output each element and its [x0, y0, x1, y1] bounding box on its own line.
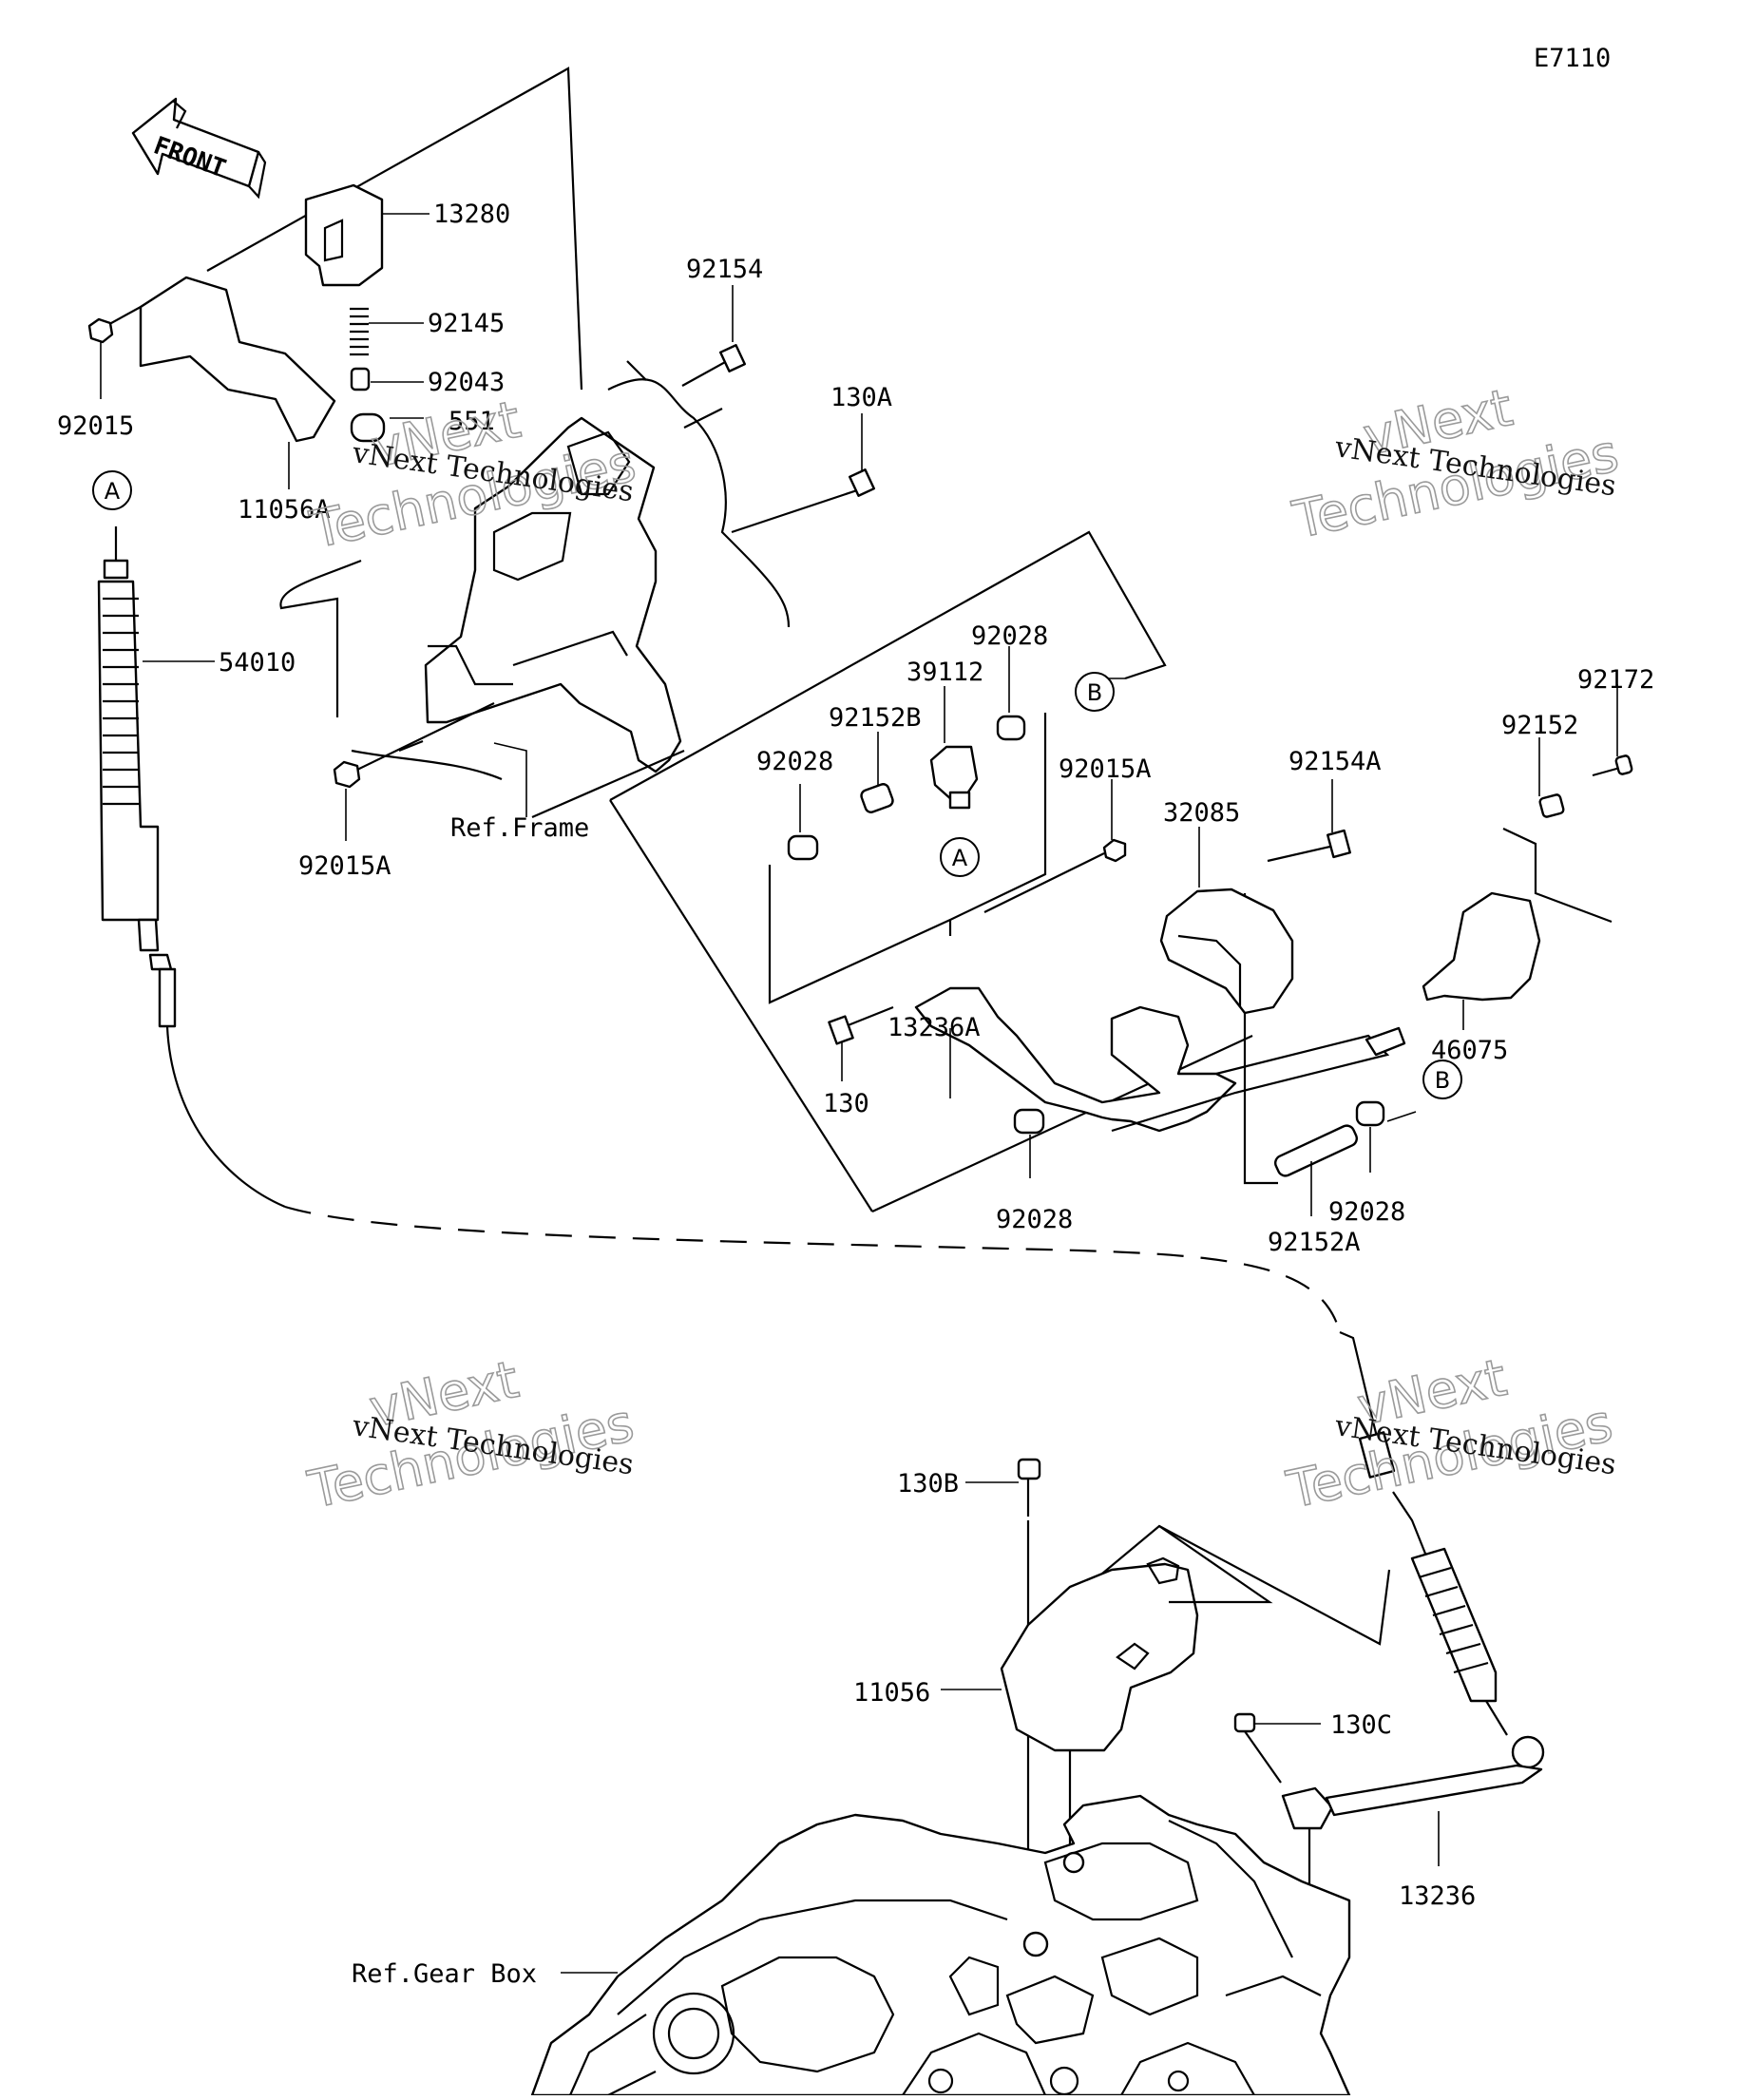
callout-a-top-letter: A — [105, 478, 121, 505]
label-39112: 39112 — [907, 658, 983, 687]
label-92015A-left: 92015A — [298, 851, 391, 881]
label-13236A: 13236A — [888, 1013, 981, 1042]
gear-box — [530, 1794, 1351, 2097]
callout-b-bottom: B — [1422, 1060, 1462, 1099]
upper-assembly — [87, 67, 876, 819]
label-92152B: 92152B — [829, 703, 922, 733]
label-ref-gear-box: Ref.Gear Box — [352, 1959, 537, 1989]
label-130A: 130A — [830, 383, 892, 412]
label-54010: 54010 — [219, 648, 296, 678]
lever-assembly — [609, 530, 1633, 1212]
front-arrow-icon: FRONT — [131, 97, 267, 200]
cable-54010 — [97, 526, 1545, 1769]
diagram-code: E7110 — [1534, 44, 1611, 73]
label-92152A: 92152A — [1268, 1228, 1361, 1257]
label-11056: 11056 — [853, 1678, 930, 1708]
label-92028-left: 92028 — [756, 747, 833, 776]
label-92028-top: 92028 — [971, 621, 1048, 651]
label-92154: 92154 — [686, 255, 763, 284]
label-92145: 92145 — [428, 309, 505, 338]
label-130C: 130C — [1330, 1710, 1392, 1740]
label-32085: 32085 — [1163, 798, 1240, 828]
callout-a-mid: A — [940, 837, 980, 877]
label-551: 551 — [449, 407, 495, 436]
label-ref-frame: Ref.Frame — [450, 813, 589, 843]
part-labels: 13280 92145 92043 551 92015 11056A 92154… — [57, 200, 1654, 1989]
callout-a-top: A — [92, 470, 132, 510]
callout-a-mid-letter: A — [952, 845, 968, 871]
callout-b-top-letter: B — [1087, 679, 1102, 706]
label-92028-right: 92028 — [1328, 1197, 1405, 1227]
label-13280: 13280 — [433, 200, 510, 229]
label-130: 130 — [823, 1089, 869, 1118]
label-13236: 13236 — [1399, 1881, 1476, 1911]
label-92015A-mid: 92015A — [1059, 754, 1152, 784]
label-92043: 92043 — [428, 368, 505, 397]
label-92172: 92172 — [1577, 665, 1654, 695]
callout-b-bottom-letter: B — [1435, 1067, 1450, 1094]
label-92028-bottom: 92028 — [996, 1205, 1073, 1234]
label-92015: 92015 — [57, 411, 134, 441]
leader-lines — [100, 213, 1618, 1974]
lower-assembly — [1000, 1458, 1543, 1929]
label-130B: 130B — [897, 1469, 959, 1499]
label-11056A: 11056A — [238, 495, 331, 525]
label-92154A: 92154A — [1288, 747, 1382, 776]
callout-b-top: B — [1075, 672, 1115, 712]
label-92152: 92152 — [1501, 711, 1578, 740]
